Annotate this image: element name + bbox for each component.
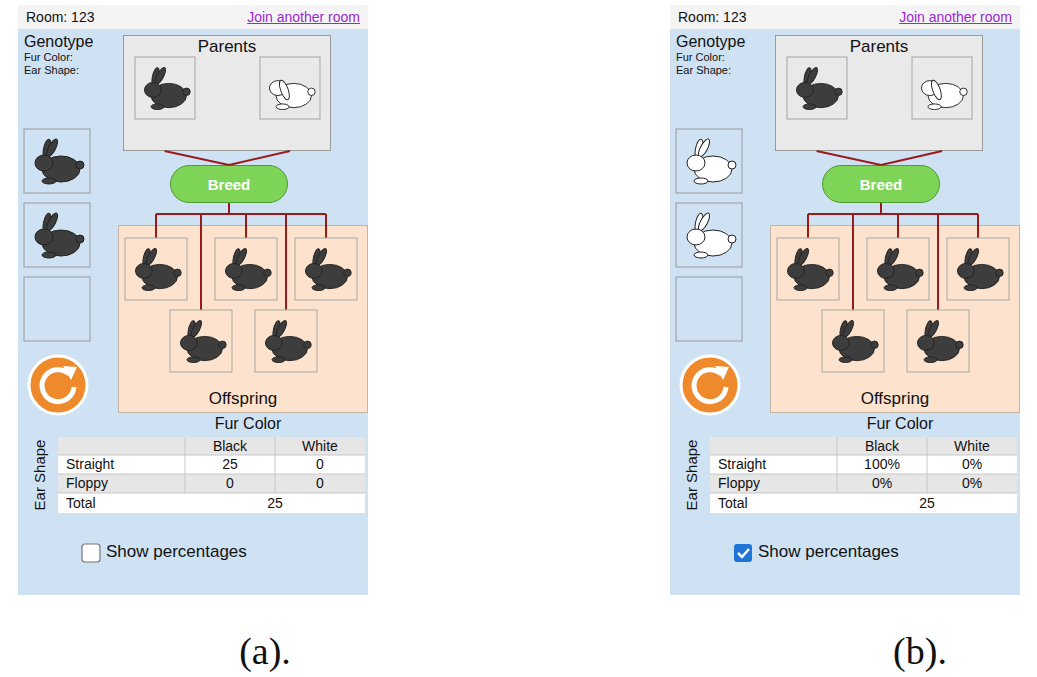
genotype-rabbit xyxy=(35,212,84,258)
genotype-rabbit xyxy=(687,212,736,258)
parents-box: Parents xyxy=(123,35,331,151)
offspring-box: Offspring xyxy=(770,225,1020,413)
figure-caption: (a). xyxy=(190,628,340,674)
room-link: Join another room xyxy=(899,9,1012,25)
count-cell: 0 xyxy=(275,455,365,474)
column-header: Black xyxy=(837,437,927,455)
breed-connector xyxy=(881,203,898,225)
panel-heading: Genotype xyxy=(24,33,368,51)
count-cell: 0% xyxy=(837,474,927,493)
room-label: Room: 123 xyxy=(678,9,746,25)
table-title: Fur Color xyxy=(148,413,348,435)
breed-connector xyxy=(165,151,229,165)
room-bar: Room: 123 Join another room xyxy=(18,5,368,29)
checkmark xyxy=(738,549,749,557)
parents-box: Parents xyxy=(775,35,983,151)
breed-button: Breed xyxy=(170,165,288,203)
breed-connector xyxy=(229,203,246,225)
button-label: Breed xyxy=(860,176,903,193)
total-label: Total xyxy=(718,493,836,513)
box-title: Parents xyxy=(198,37,257,57)
room-label: Room: 123 xyxy=(26,9,94,25)
art-part xyxy=(24,57,365,513)
breed-connector xyxy=(817,151,881,165)
total-label: Total xyxy=(66,493,184,513)
genotype-field: Ear Shape: xyxy=(676,64,1020,77)
axis-label: Ear Shape xyxy=(682,430,702,520)
genotype-field: Fur Color: xyxy=(676,51,1020,64)
count-cell: 0 xyxy=(185,474,275,493)
button-label: Breed xyxy=(208,176,251,193)
box-title: Offspring xyxy=(209,389,278,409)
room-link: Join another room xyxy=(247,9,360,25)
row-header: Floppy xyxy=(718,474,836,493)
genotype-field: Fur Color: xyxy=(24,51,368,64)
table-title: Fur Color xyxy=(800,413,1000,435)
art-part xyxy=(676,57,1017,513)
box-title: Parents xyxy=(850,37,909,57)
total-cell: 25 xyxy=(837,493,1017,513)
offspring-box: Offspring xyxy=(118,225,368,413)
total-cell: 25 xyxy=(185,493,365,513)
checkbox-label: Show percentages xyxy=(106,541,326,563)
count-cell: 100% xyxy=(837,455,927,474)
count-cell: 0% xyxy=(927,474,1017,493)
column-header: White xyxy=(275,437,365,455)
figure-caption: (b). xyxy=(845,628,995,674)
genotype-rabbit xyxy=(687,138,736,184)
room-bar: Room: 123 Join another room xyxy=(670,5,1020,29)
count-cell: 25 xyxy=(185,455,275,474)
checkbox xyxy=(734,544,752,562)
column-header: White xyxy=(927,437,1017,455)
panel-b-art xyxy=(676,57,1017,562)
box-title: Offspring xyxy=(861,389,930,409)
count-cell: 0% xyxy=(927,455,1017,474)
row-header: Floppy xyxy=(66,474,184,493)
column-header: Black xyxy=(185,437,275,455)
genotype-rabbit xyxy=(35,138,84,184)
row-header: Straight xyxy=(718,455,836,474)
breed-button: Breed xyxy=(822,165,940,203)
checkbox-label: Show percentages xyxy=(758,541,978,563)
panel-a-art xyxy=(24,57,365,562)
row-header: Straight xyxy=(66,455,184,474)
count-cell: 0 xyxy=(275,474,365,493)
panel-heading: Genotype xyxy=(676,33,1020,51)
axis-label: Ear Shape xyxy=(30,430,50,520)
checkbox xyxy=(82,544,100,562)
genotype-field: Ear Shape: xyxy=(24,64,368,77)
